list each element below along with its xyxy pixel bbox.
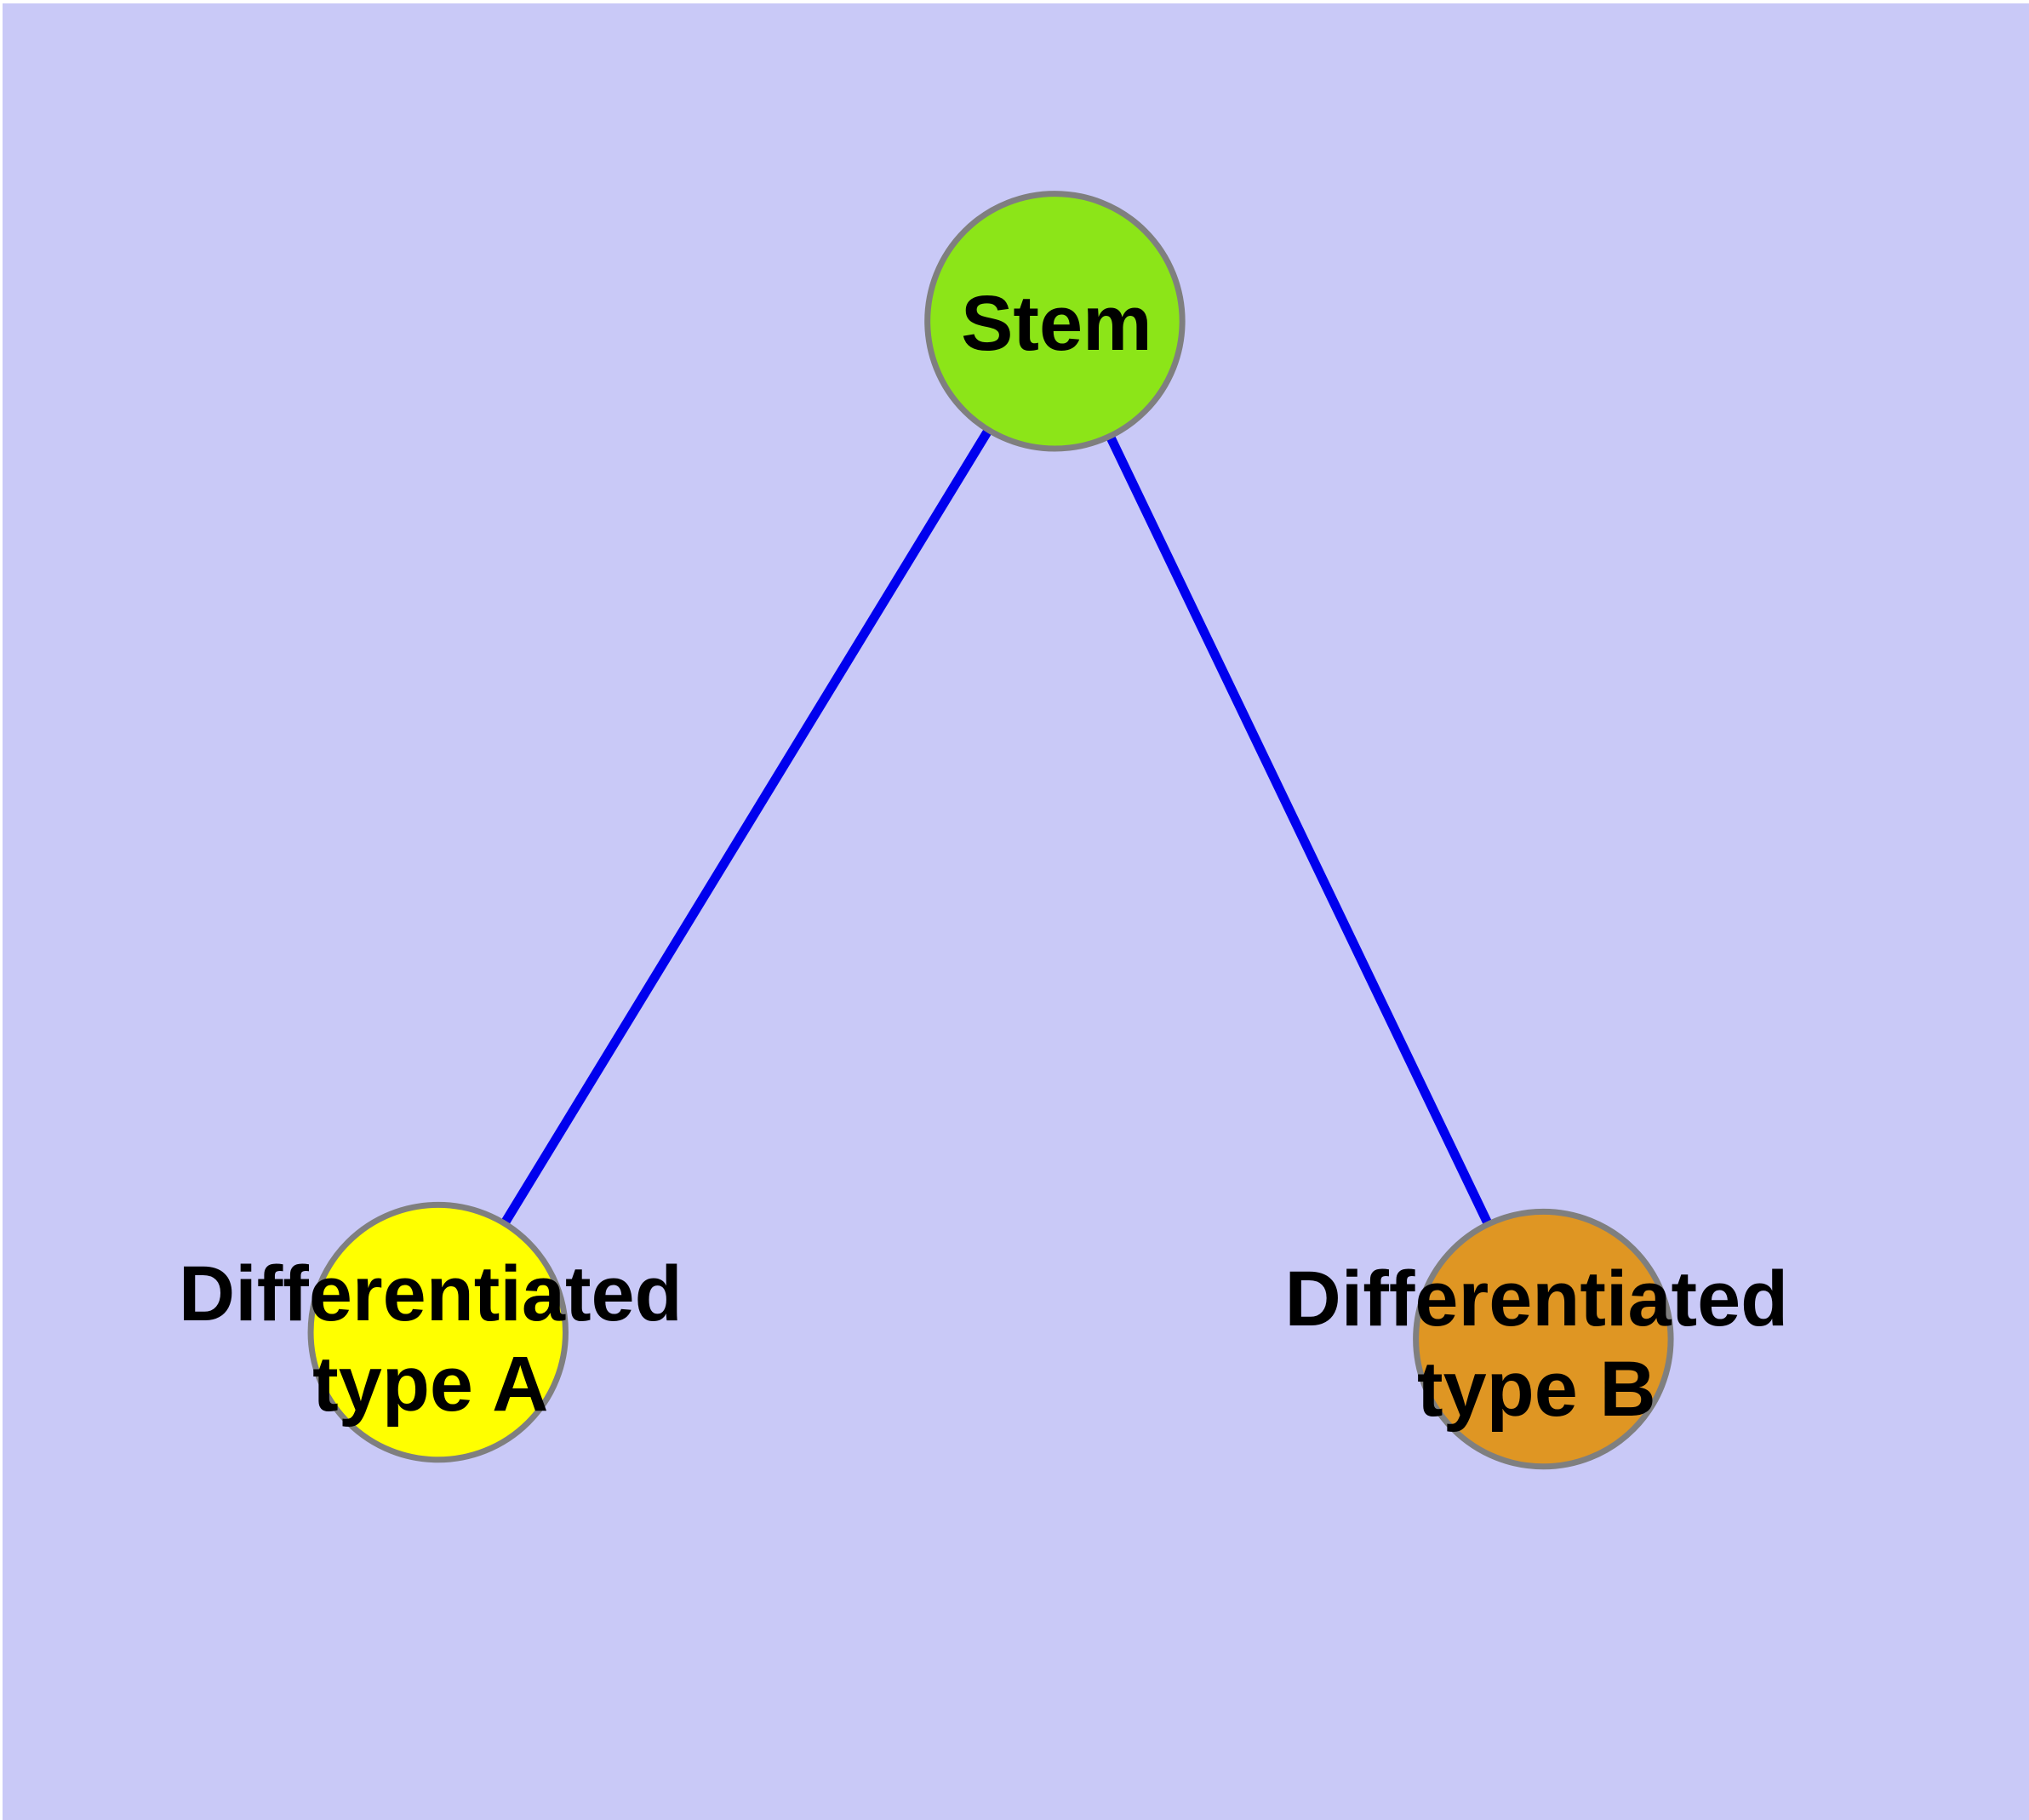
- node-type-b-label-line2: type B: [1417, 1346, 1656, 1433]
- edge-stem-to-type-a: [434, 318, 1060, 1335]
- node-differentiated-type-a: [307, 1201, 569, 1463]
- node-type-b-label-line1: Differentiated: [1284, 1256, 1788, 1342]
- node-differentiated-type-b: [1413, 1208, 1674, 1470]
- node-type-a-label-line2: type A: [312, 1341, 548, 1428]
- edge-stem-to-type-b: [1050, 318, 1548, 1342]
- node-stem-label: Stem: [961, 280, 1152, 367]
- node-stem: [924, 191, 1186, 452]
- node-type-a-label-line1: Differentiated: [179, 1251, 683, 1337]
